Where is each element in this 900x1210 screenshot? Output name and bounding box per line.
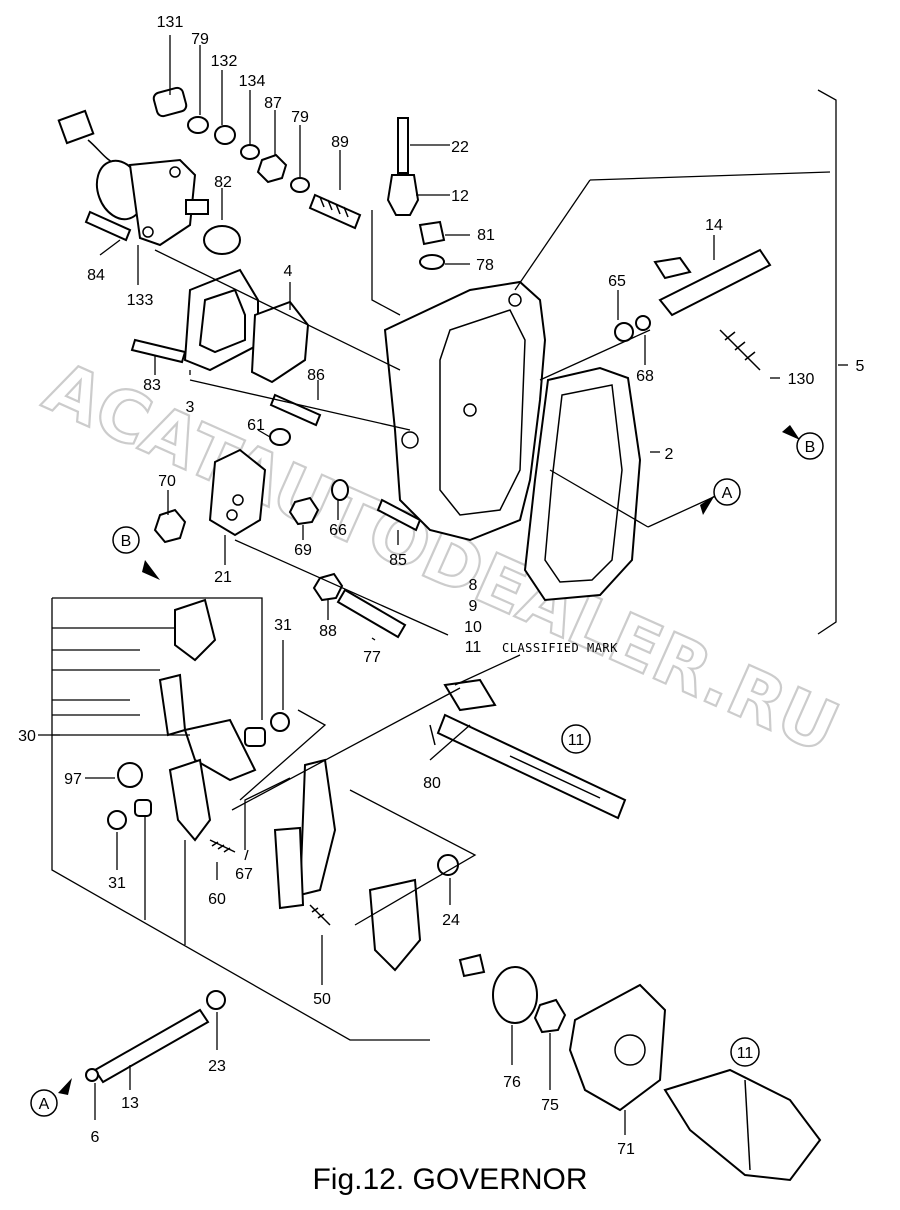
label-60: 60 bbox=[208, 891, 226, 908]
label-2: 2 bbox=[665, 446, 674, 463]
label-31-lower: 31 bbox=[108, 875, 126, 892]
label-97: 97 bbox=[64, 771, 82, 788]
group-5-bracket bbox=[817, 89, 837, 635]
shaft-14 bbox=[614, 248, 772, 371]
svg-text:11: 11 bbox=[737, 1045, 754, 1062]
label-89: 89 bbox=[331, 134, 349, 151]
label-67: 67 bbox=[235, 866, 253, 883]
circled-callout-11-rack: 11 bbox=[561, 724, 591, 754]
label-21: 21 bbox=[214, 569, 232, 586]
circled-callout-a-lower: A bbox=[30, 1089, 58, 1117]
linkage-levers bbox=[206, 758, 486, 1010]
leader-lines bbox=[38, 35, 848, 1135]
bolts bbox=[130, 117, 446, 639]
circled-callout-b-left: B bbox=[112, 526, 140, 554]
label-24: 24 bbox=[442, 912, 460, 929]
label-77: 77 bbox=[363, 649, 381, 666]
label-71: 71 bbox=[617, 1141, 635, 1158]
shaft-13 bbox=[85, 1008, 210, 1084]
label-13: 13 bbox=[121, 1095, 139, 1112]
label-69: 69 bbox=[294, 542, 312, 559]
label-12: 12 bbox=[451, 188, 469, 205]
gasket-3-inner bbox=[198, 288, 246, 354]
label-5: 5 bbox=[856, 358, 865, 375]
lever-assembly-21 bbox=[208, 428, 349, 537]
label-61: 61 bbox=[247, 417, 265, 434]
svg-text:A: A bbox=[722, 485, 733, 502]
small-parts-top bbox=[84, 86, 362, 255]
label-8: 8 bbox=[469, 577, 478, 594]
circled-callout-11-sleeve: 11 bbox=[730, 1037, 760, 1067]
label-130: 130 bbox=[788, 371, 815, 388]
label-76: 76 bbox=[503, 1074, 521, 1091]
label-50: 50 bbox=[313, 991, 331, 1008]
label-131: 131 bbox=[157, 14, 184, 31]
rack-rod bbox=[429, 678, 627, 820]
label-134: 134 bbox=[239, 73, 266, 90]
label-6: 6 bbox=[91, 1129, 100, 1146]
part-number-labels: 131 79 132 134 87 79 89 22 12 81 78 82 8… bbox=[18, 14, 864, 1158]
solenoid-assembly bbox=[57, 109, 209, 247]
label-10: 10 bbox=[464, 619, 482, 636]
label-82: 82 bbox=[214, 174, 232, 191]
label-79-second: 79 bbox=[291, 109, 309, 126]
label-68: 68 bbox=[636, 368, 654, 385]
label-4: 4 bbox=[284, 263, 293, 280]
svg-text:A: A bbox=[39, 1096, 50, 1113]
label-31-upper: 31 bbox=[274, 617, 292, 634]
label-23: 23 bbox=[208, 1058, 226, 1075]
label-133: 133 bbox=[127, 292, 154, 309]
callout-arrows bbox=[58, 425, 800, 1095]
gasket-2 bbox=[523, 366, 642, 602]
o-ring-4 bbox=[250, 300, 310, 384]
label-22: 22 bbox=[451, 139, 469, 156]
figure-caption: Fig.12. GOVERNOR bbox=[312, 1163, 588, 1196]
label-11: 11 bbox=[465, 639, 482, 656]
label-70: 70 bbox=[158, 473, 176, 490]
svg-text:11: 11 bbox=[568, 732, 585, 749]
lower-lever-group bbox=[107, 598, 290, 853]
governor-housing bbox=[383, 280, 547, 542]
label-3: 3 bbox=[186, 399, 195, 416]
svg-text:B: B bbox=[121, 533, 132, 550]
label-83: 83 bbox=[143, 377, 161, 394]
label-14: 14 bbox=[705, 217, 723, 234]
label-30: 30 bbox=[18, 728, 36, 745]
svg-text:B: B bbox=[805, 439, 816, 456]
label-9: 9 bbox=[469, 598, 478, 615]
classified-mark-note: CLASSIFIED MARK bbox=[502, 641, 618, 655]
label-66: 66 bbox=[329, 522, 347, 539]
label-78: 78 bbox=[476, 257, 494, 274]
circled-callout-a-upper: A bbox=[713, 478, 741, 506]
label-79-top: 79 bbox=[191, 31, 209, 48]
label-86: 86 bbox=[307, 367, 325, 384]
label-85: 85 bbox=[389, 552, 407, 569]
label-132: 132 bbox=[211, 53, 238, 70]
label-75: 75 bbox=[541, 1097, 559, 1114]
governor-weights bbox=[492, 966, 822, 1182]
label-87: 87 bbox=[264, 95, 282, 112]
label-80: 80 bbox=[423, 775, 441, 792]
label-84: 84 bbox=[87, 267, 105, 284]
circled-callout-b-right: B bbox=[796, 432, 824, 460]
label-65: 65 bbox=[608, 273, 626, 290]
label-81: 81 bbox=[477, 227, 495, 244]
label-88: 88 bbox=[319, 623, 337, 640]
